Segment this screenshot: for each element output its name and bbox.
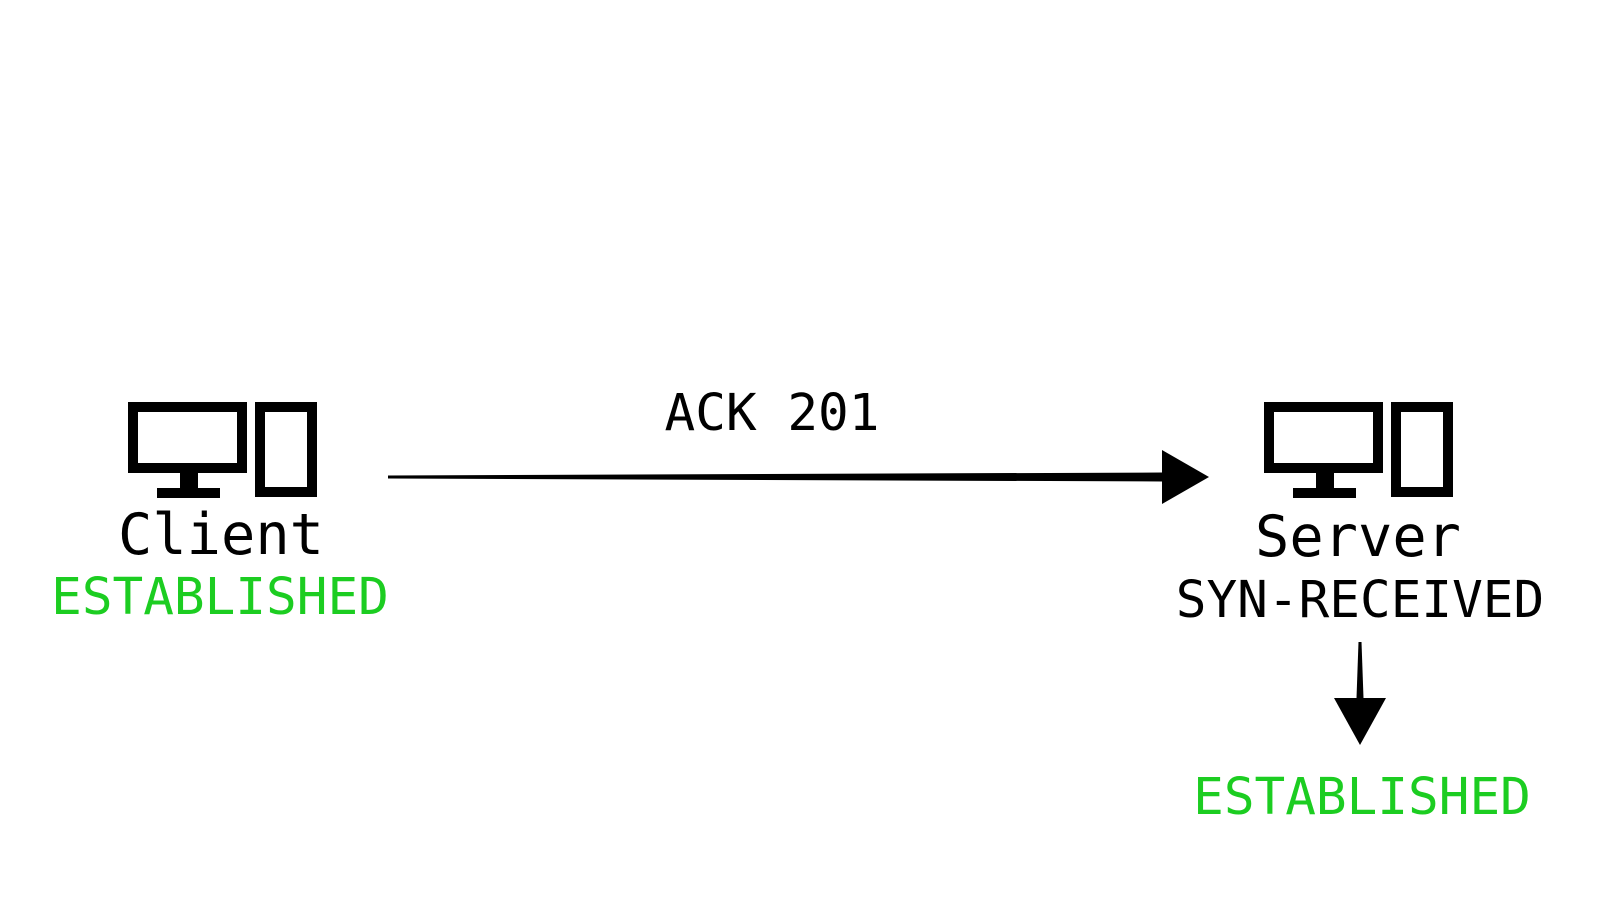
client-state-label: ESTABLISHED <box>51 568 389 627</box>
state-transition-arrow-shape <box>1334 642 1386 745</box>
client-label: Client <box>118 502 324 568</box>
server-label: Server <box>1255 504 1461 570</box>
ack-arrow-shape <box>388 450 1209 504</box>
server-next-state-label: ESTABLISHED <box>1193 768 1531 827</box>
ack-message-label: ACK 201 <box>664 384 880 443</box>
server-devices-icon <box>1264 402 1453 498</box>
ack-arrow <box>388 447 1210 507</box>
client-node <box>128 402 317 498</box>
state-transition-arrow <box>1334 642 1386 745</box>
server-state-label: SYN-RECEIVED <box>1175 571 1545 630</box>
server-node <box>1264 402 1453 498</box>
client-devices-icon <box>128 402 317 498</box>
